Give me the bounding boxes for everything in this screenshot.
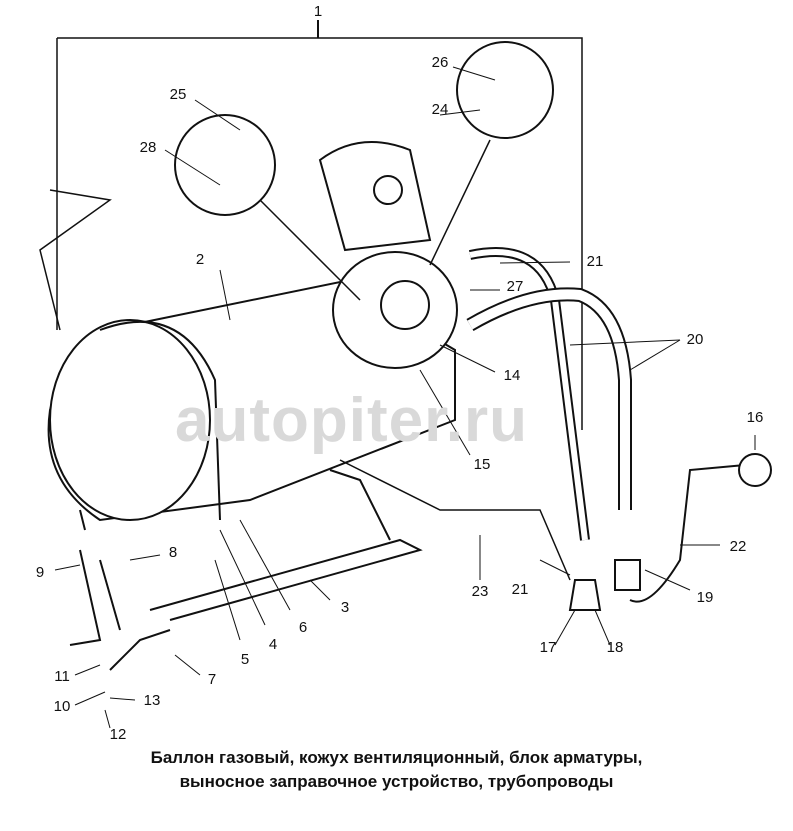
watermark: autopiter.ru <box>175 386 529 455</box>
cylinder-end <box>49 319 211 521</box>
label-18: 18 <box>606 639 624 656</box>
label-24: 24 <box>431 101 449 118</box>
label-22: 22 <box>729 538 747 555</box>
label-19: 19 <box>696 589 714 606</box>
strap <box>99 320 221 521</box>
valve-block <box>332 251 458 369</box>
cover-outline <box>57 37 583 430</box>
label-12: 12 <box>109 726 127 743</box>
caption-line-1: Баллон газовый, кожух вентиляционный, бл… <box>150 748 643 767</box>
label-3: 3 <box>340 599 350 616</box>
detail-circle-right <box>456 41 554 139</box>
filler-18 <box>614 559 641 591</box>
label-15: 15 <box>473 456 491 473</box>
label-5: 5 <box>240 651 250 668</box>
label-9: 9 <box>35 564 45 581</box>
label-14: 14 <box>503 367 521 384</box>
device-16 <box>738 453 772 487</box>
pipe-top <box>39 189 112 331</box>
label-13: 13 <box>143 692 161 709</box>
label-20: 20 <box>686 331 704 348</box>
label-27: 27 <box>506 278 524 295</box>
pipe-23 <box>339 459 571 581</box>
label-25: 25 <box>169 86 187 103</box>
label-28: 28 <box>139 139 157 156</box>
label-2: 2 <box>195 251 205 268</box>
label-17: 17 <box>539 639 557 656</box>
label-8: 8 <box>168 544 178 561</box>
label-7: 7 <box>207 671 217 688</box>
label-26: 26 <box>431 54 449 71</box>
caption-line-2: выносное заправочное устройство, трубопр… <box>179 772 614 791</box>
label-6: 6 <box>298 619 308 636</box>
label-10: 10 <box>53 698 71 715</box>
filler-17 <box>568 579 602 611</box>
leader-lines <box>54 66 756 729</box>
label-21-bottom: 21 <box>511 581 529 598</box>
label-11: 11 <box>54 668 70 685</box>
label-16: 16 <box>746 409 764 426</box>
label-1: 1 <box>313 3 323 20</box>
label-23: 23 <box>471 583 489 600</box>
pipe-22 <box>629 464 746 603</box>
detail-circle-left <box>174 114 276 216</box>
frame <box>69 538 423 646</box>
label-4: 4 <box>268 636 278 653</box>
label-21-top: 21 <box>586 253 604 270</box>
